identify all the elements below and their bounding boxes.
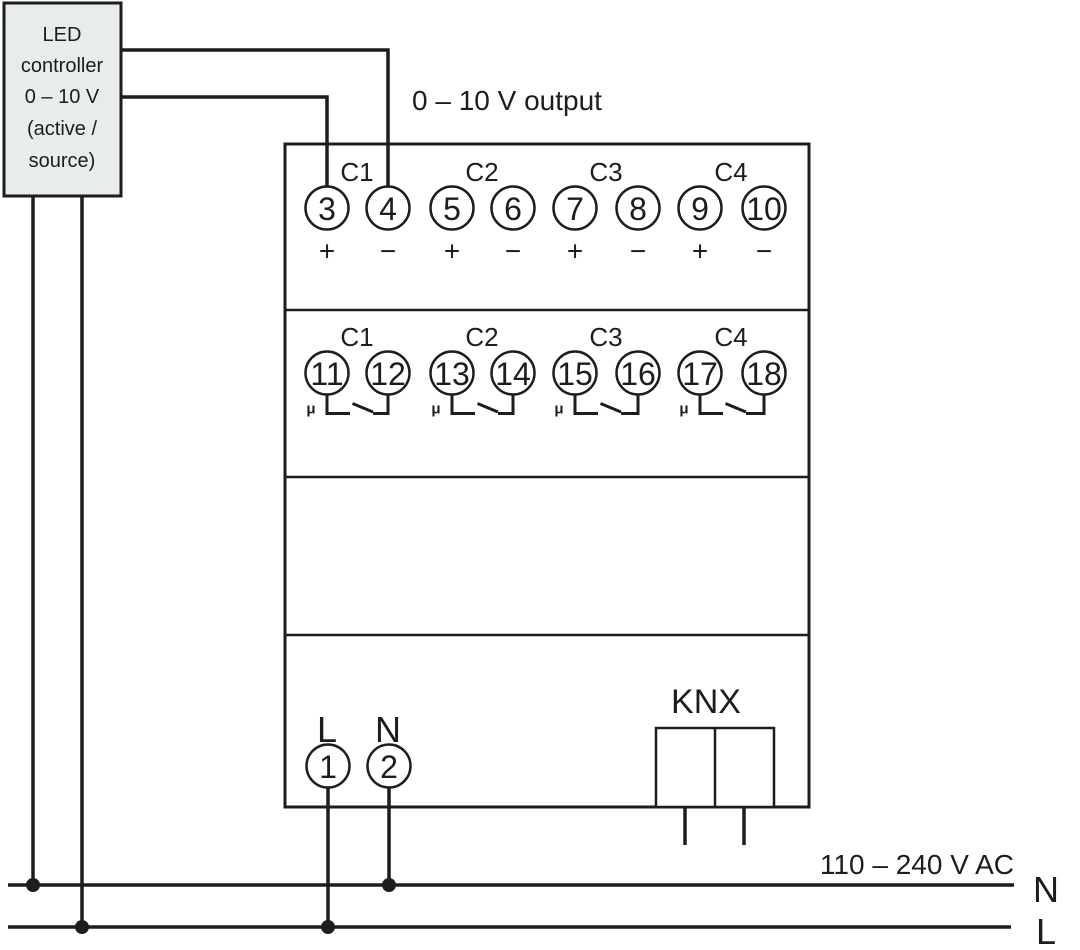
micro-gap-mark: μ bbox=[306, 401, 315, 418]
terminal-number: 8 bbox=[629, 191, 647, 227]
terminal-number: 4 bbox=[379, 191, 397, 227]
terminal-circle bbox=[365, 185, 411, 231]
micro-gap-mark: μ bbox=[431, 401, 440, 418]
contact-lead bbox=[325, 394, 350, 415]
contact-blade bbox=[476, 402, 499, 414]
contact-blade bbox=[599, 402, 622, 414]
terminal-number: 3 bbox=[318, 191, 336, 227]
terminal-number: 1 bbox=[319, 749, 337, 785]
channel-label: C1 bbox=[340, 157, 373, 187]
contact-lead bbox=[450, 394, 475, 415]
terminal-number: 11 bbox=[310, 356, 343, 392]
junction-dot bbox=[75, 920, 89, 934]
terminal-circle bbox=[615, 185, 661, 231]
polarity-sign: + bbox=[319, 236, 335, 267]
terminal-circle bbox=[490, 185, 536, 231]
terminal-number: 18 bbox=[746, 356, 782, 392]
led-controller: LED controller 0 – 10 V (active / source… bbox=[2, 1, 123, 198]
channel-label: C3 bbox=[589, 157, 622, 187]
relay-contact-symbol: μ bbox=[431, 394, 515, 418]
terminal-number: 7 bbox=[566, 191, 584, 227]
knx-label: KNX bbox=[671, 683, 741, 721]
led-controller-label-line: LED bbox=[43, 24, 82, 46]
channel-label: C1 bbox=[340, 322, 373, 352]
terminal-number: 17 bbox=[682, 356, 718, 392]
led-controller-label-line: source) bbox=[29, 150, 96, 172]
output-label: 0 – 10 V output bbox=[412, 85, 602, 116]
mains-line-label: L bbox=[1036, 911, 1056, 950]
terminal-number: 2 bbox=[380, 749, 398, 785]
terminal-number: 16 bbox=[620, 356, 656, 392]
terminal-number: 5 bbox=[443, 191, 461, 227]
micro-gap-mark: μ bbox=[679, 401, 688, 418]
polarity-sign: − bbox=[630, 236, 646, 267]
relay-section: C1 C2 C3 C4 11 12 13 14 15 16 17 18 μ μ bbox=[304, 322, 787, 418]
terminal-number: 10 bbox=[746, 191, 782, 227]
output-wire-minus bbox=[121, 48, 390, 187]
output-section: C1 C2 C3 C4 3 4 5 6 7 8 9 10 + − + − + −… bbox=[304, 157, 787, 267]
output-wire-plus bbox=[121, 95, 329, 187]
polarity-sign: − bbox=[756, 236, 772, 267]
polarity-sign: − bbox=[380, 236, 396, 267]
neutral-label: N bbox=[375, 709, 401, 750]
terminal-number: 12 bbox=[370, 356, 406, 392]
led-controller-label-line: (active / bbox=[27, 118, 97, 140]
polarity-sign: + bbox=[692, 236, 708, 267]
power-section: L N 1 2 KNX bbox=[305, 683, 776, 809]
terminal-circle bbox=[366, 743, 412, 789]
terminal-number: 6 bbox=[504, 191, 522, 227]
contact-lead bbox=[498, 394, 515, 415]
terminal-number: 13 bbox=[434, 356, 470, 392]
terminal-number: 15 bbox=[557, 356, 593, 392]
relay-contact-symbol: μ bbox=[679, 394, 766, 418]
contact-lead bbox=[621, 394, 640, 415]
mains-voltage-label: 110 – 240 V AC bbox=[820, 849, 1014, 880]
terminal-circle bbox=[429, 185, 475, 231]
terminal-circle bbox=[304, 185, 350, 231]
junction-dot bbox=[321, 920, 335, 934]
channel-label: C3 bbox=[589, 322, 622, 352]
terminal-circle bbox=[741, 185, 787, 231]
relay-contact-symbol: μ bbox=[306, 394, 390, 418]
contact-lead bbox=[698, 394, 723, 415]
wires bbox=[8, 48, 1014, 934]
relay-contact-symbol: μ bbox=[554, 394, 640, 418]
contact-lead bbox=[373, 394, 390, 415]
channel-label: C2 bbox=[465, 157, 498, 187]
led-controller-label-line: 0 – 10 V bbox=[25, 86, 100, 108]
polarity-sign: − bbox=[505, 236, 521, 267]
mains-labels: 110 – 240 V AC N L bbox=[820, 849, 1059, 950]
led-controller-label-line: controller bbox=[21, 55, 104, 77]
contact-blade bbox=[351, 402, 374, 414]
contact-lead bbox=[573, 394, 598, 415]
contact-blade bbox=[724, 402, 747, 414]
device-box bbox=[283, 142, 811, 809]
junction-dot bbox=[26, 878, 40, 892]
channel-label: C4 bbox=[714, 322, 747, 352]
micro-gap-mark: μ bbox=[554, 401, 563, 418]
line-label: L bbox=[317, 709, 337, 750]
junction-dot bbox=[382, 878, 396, 892]
terminal-circle bbox=[305, 743, 351, 789]
channel-label: C4 bbox=[714, 157, 747, 187]
mains-neutral-label: N bbox=[1033, 869, 1059, 910]
polarity-sign: + bbox=[567, 236, 583, 267]
terminal-circle bbox=[552, 185, 598, 231]
led-controller-box bbox=[2, 1, 123, 198]
polarity-sign: + bbox=[444, 236, 460, 267]
terminal-number: 14 bbox=[495, 356, 531, 392]
channel-label: C2 bbox=[465, 322, 498, 352]
contact-lead bbox=[746, 394, 766, 415]
terminal-number: 9 bbox=[691, 191, 709, 227]
terminal-circle bbox=[677, 185, 723, 231]
